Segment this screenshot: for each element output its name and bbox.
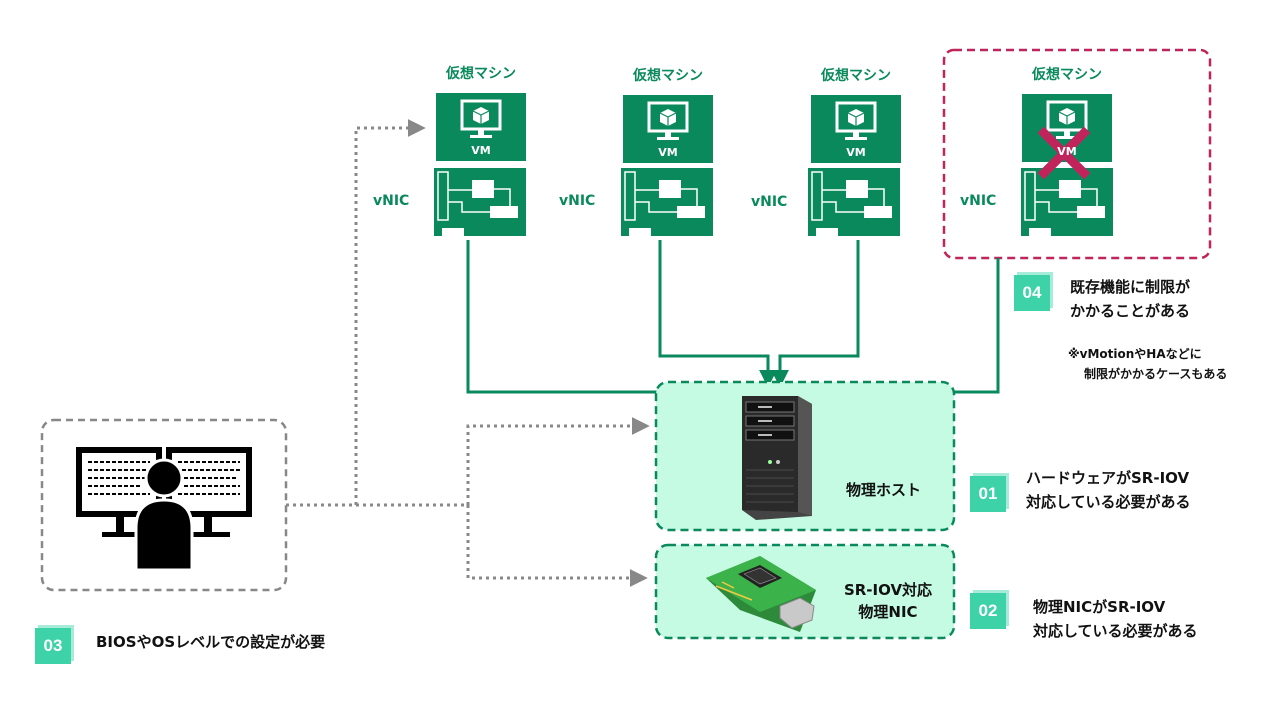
config-dotted-lines — [286, 119, 650, 587]
note-02: 物理NICがSR-IOV 対応している必要がある — [1033, 595, 1198, 643]
physical-nic-label-line1: SR-IOV対応 — [843, 581, 933, 599]
note-04: 既存機能に制限が かかることがある — [1070, 275, 1190, 323]
note-02-line2: 対応している必要がある — [1033, 622, 1198, 640]
vm-label: 仮想マシン — [1032, 67, 1102, 83]
vm-label: 仮想マシン — [821, 68, 891, 84]
note-badge-01: 01 — [970, 476, 1006, 512]
footnote-line2: 制限がかかるケースもある — [1084, 367, 1228, 381]
vm-3 — [807, 93, 903, 237]
vnic-to-host-connectors — [466, 240, 1000, 401]
note-badge-02: 02 — [970, 593, 1006, 629]
vm-label: 仮想マシン — [633, 68, 703, 84]
vm-1 — [433, 91, 528, 237]
server-tower-icon — [742, 396, 812, 520]
vnic-card-icon — [1020, 167, 1114, 237]
vm-4-restricted — [942, 48, 1212, 260]
vm-label: 仮想マシン — [446, 66, 516, 82]
admin-user-icon — [76, 447, 252, 572]
physical-nic-label: SR-IOV対応 物理NIC — [834, 579, 942, 623]
vnic-label: vNIC — [559, 193, 596, 209]
note-01-line1: ハードウェアがSR-IOV — [1026, 469, 1190, 487]
note-02-line1: 物理NICがSR-IOV — [1033, 598, 1166, 616]
note-badge-03: 03 — [35, 628, 71, 664]
vm-icon-text: VM — [658, 146, 678, 159]
vm-icon-text: VM — [1057, 145, 1077, 158]
vnic-label: vNIC — [751, 194, 788, 210]
vm-2 — [620, 93, 715, 237]
vm-icon-text: VM — [471, 144, 491, 157]
physical-host-label: 物理ホスト — [846, 481, 922, 499]
vnic-label: vNIC — [960, 193, 997, 209]
note-badge-04: 04 — [1014, 275, 1050, 311]
nic-card-icon — [706, 556, 816, 632]
note-04-line2: かかることがある — [1070, 302, 1191, 320]
vm-icon-text: VM — [846, 146, 866, 159]
vnic-label: vNIC — [373, 193, 410, 209]
note-03: BIOSやOSレベルでの設定が必要 — [96, 633, 326, 651]
restricted-vm-border — [942, 48, 1212, 260]
vnic-card-icon — [620, 167, 714, 237]
note-04-line1: 既存機能に制限が — [1070, 278, 1191, 296]
cross-icon — [1037, 126, 1091, 180]
note-01-line2: 対応している必要がある — [1026, 493, 1191, 511]
note-01: ハードウェアがSR-IOV 対応している必要がある — [1026, 466, 1191, 514]
vnic-card-icon — [807, 167, 901, 237]
vnic-card-icon — [433, 167, 527, 237]
footnote: ※vMotionやHAなどに 制限がかかるケースもある — [1068, 344, 1227, 384]
physical-nic-label-line2: 物理NIC — [858, 603, 918, 621]
footnote-line1: ※vMotionやHAなどに — [1068, 347, 1202, 361]
